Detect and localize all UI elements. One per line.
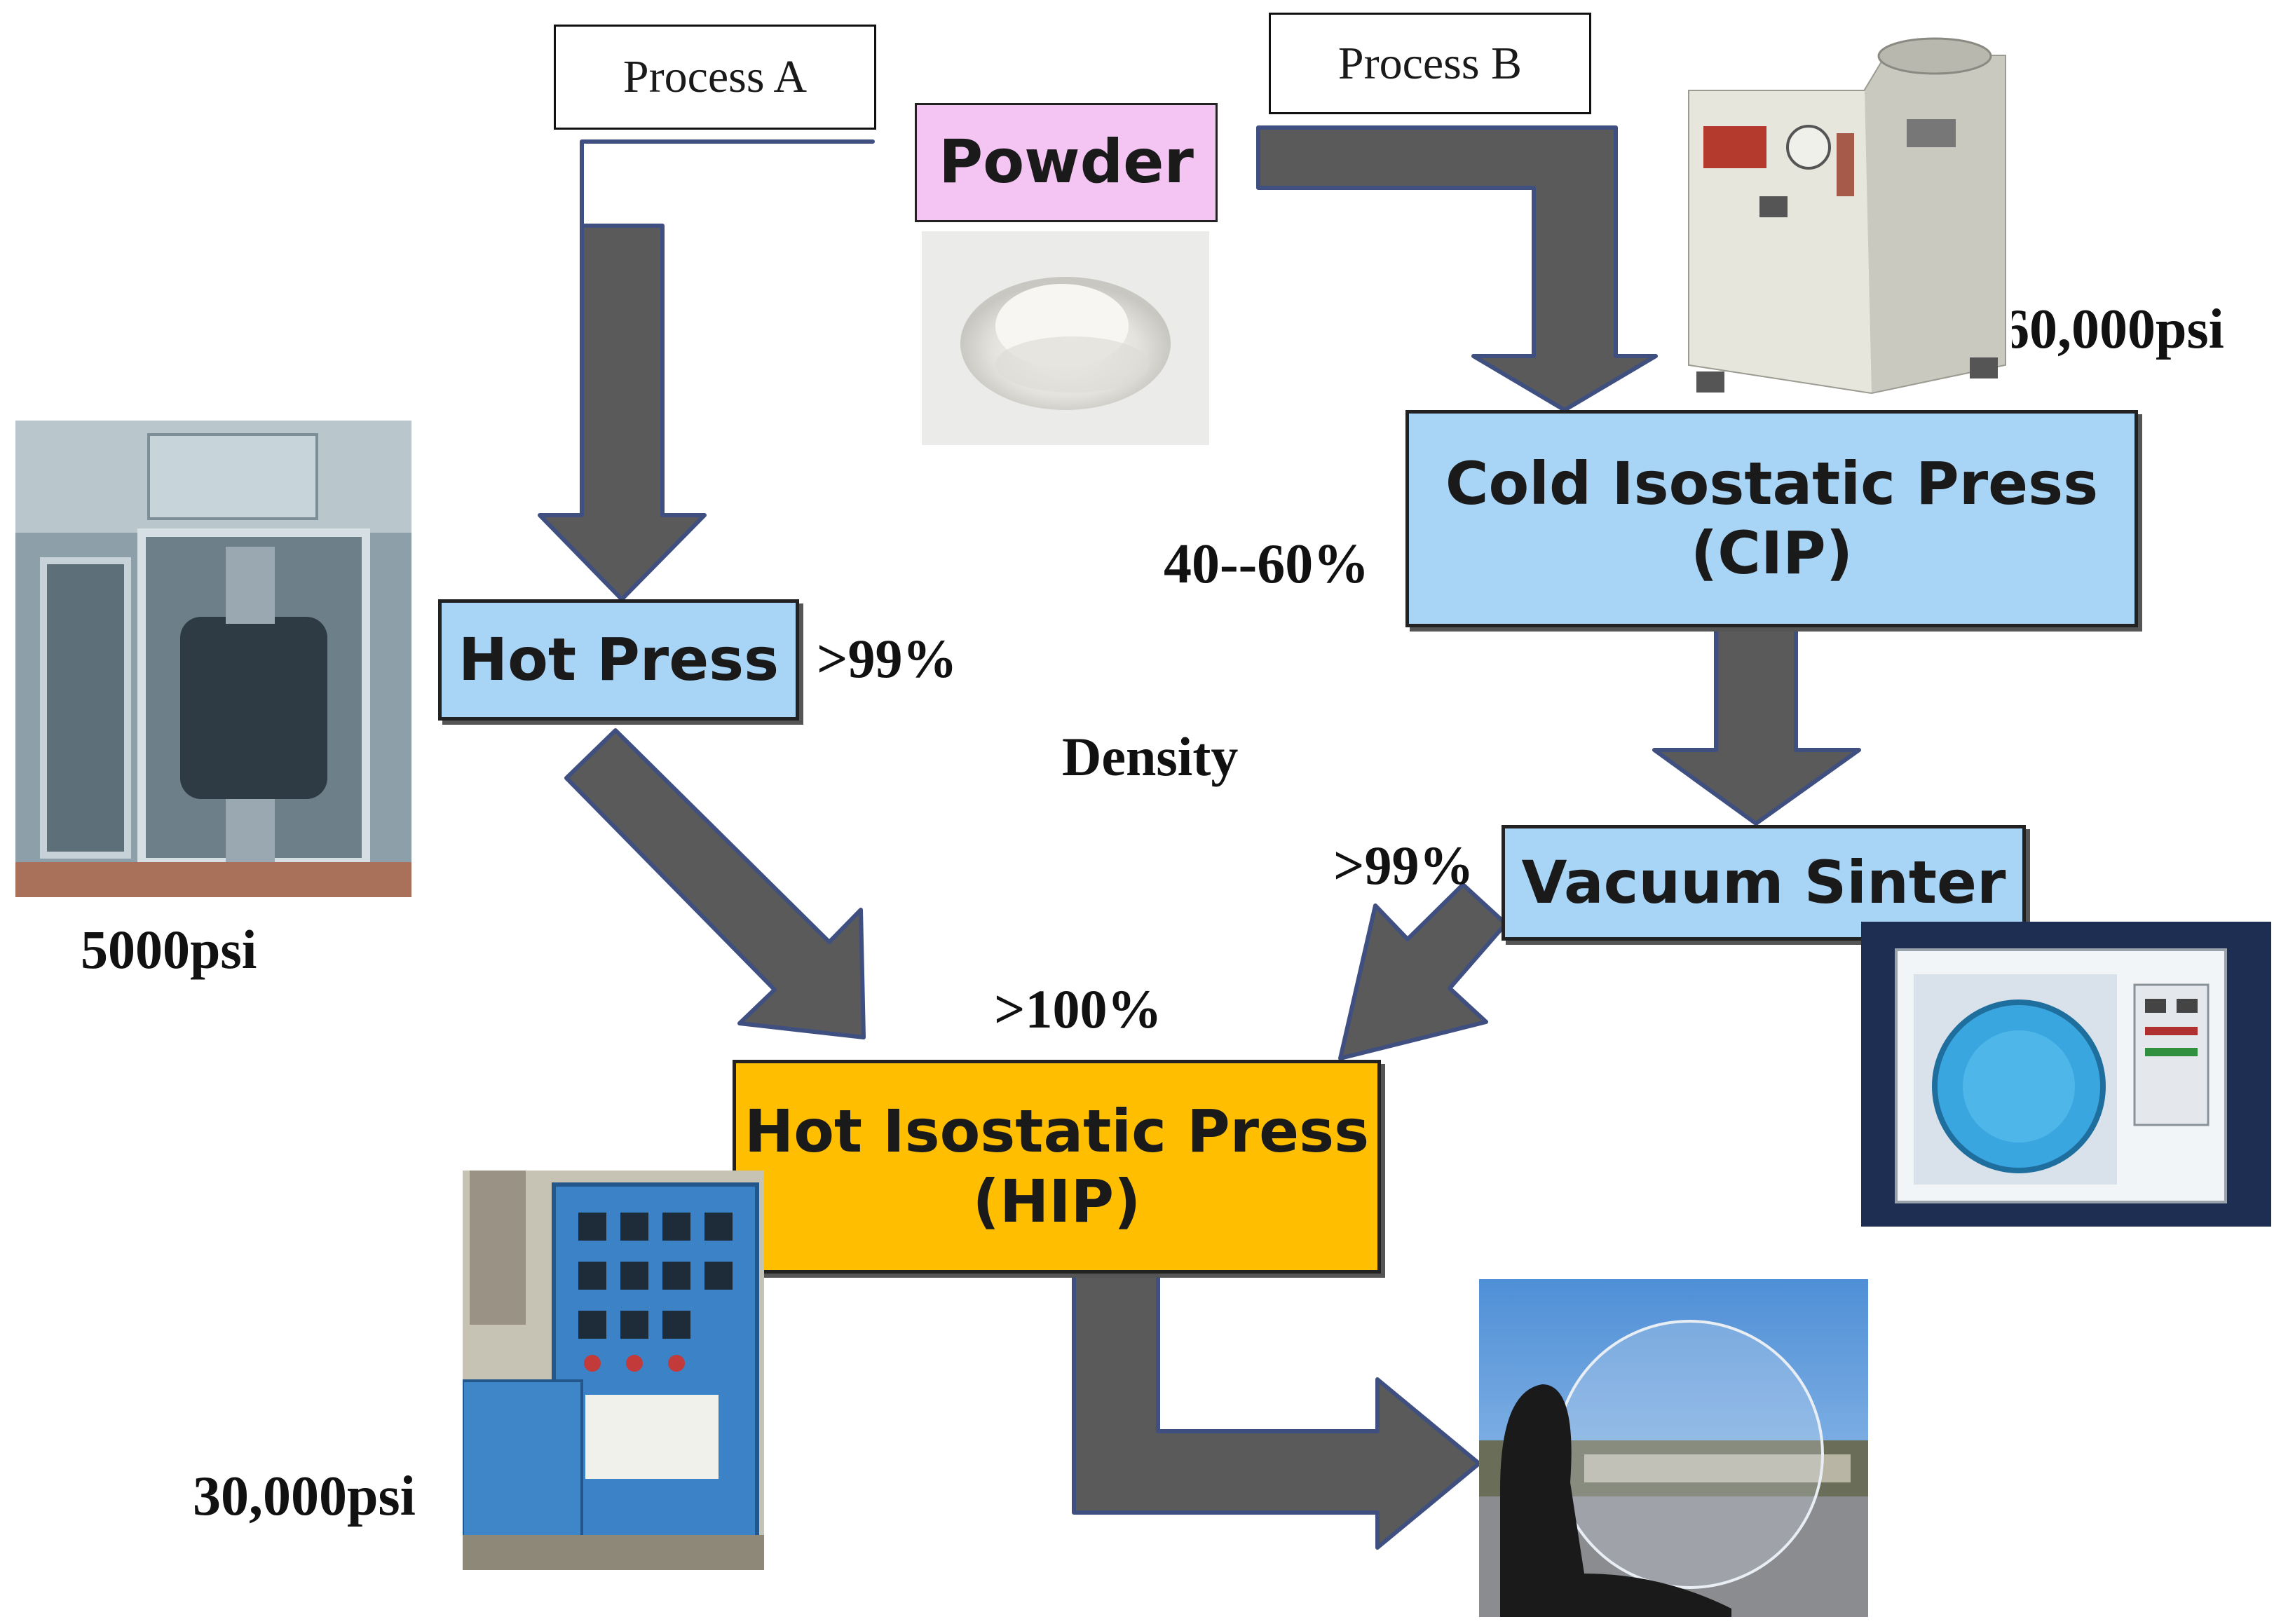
density-label: Density: [1062, 726, 1239, 787]
cip-density-label: 40--60%: [1164, 533, 1370, 595]
hip-node-label-line1: Hot Isostatic Press: [744, 1097, 1370, 1166]
transparent-ceramic-disc-photo: [1479, 1279, 1868, 1617]
hot-press-density-label: >99%: [817, 628, 958, 689]
powder-node-label: Powder: [939, 127, 1194, 198]
hot-press-node: Hot Press: [438, 599, 799, 721]
arrow-cip-to-sinter: [1652, 625, 1861, 826]
vacuum-sinter-node: Vacuum Sinter: [1502, 825, 2026, 941]
hip-node: Hot Isostatic Press (HIP): [733, 1060, 1381, 1274]
arrow-sinter-to-hip: [1338, 882, 1508, 1060]
hip-density-label: >100%: [994, 978, 1162, 1039]
hip-pressure-label: 30,000psi: [193, 1466, 416, 1527]
hot-press-node-label: Hot Press: [458, 625, 779, 694]
sinter-density-label: >99%: [1333, 835, 1474, 896]
cip-machine-photo: [1675, 14, 2012, 410]
hot-press-pressure-label: 5000psi: [81, 919, 257, 980]
powder-node: Powder: [915, 103, 1218, 222]
powder-photo: [922, 231, 1209, 445]
hip-node-label-line2: (HIP): [972, 1166, 1141, 1236]
cip-node-label-line1: Cold Isostatic Press: [1445, 449, 2099, 518]
vacuum-furnace-photo: [1861, 922, 2271, 1227]
cip-node-label-line2: (CIP): [1690, 519, 1853, 587]
vacuum-sinter-node-label: Vacuum Sinter: [1521, 847, 2006, 917]
arrow-hot-press-to-hip: [564, 728, 866, 1039]
process-a-label: Process A: [554, 25, 876, 130]
hip-machine-photo: [463, 1171, 764, 1570]
process-b-label: Process B: [1269, 13, 1591, 114]
arrow-hip-to-wafer: [1072, 1267, 1481, 1550]
hot-press-machine-photo: [15, 421, 411, 897]
arrow-powder-to-cip: [1256, 125, 1658, 412]
arrow-powder-to-hot-press: [538, 139, 875, 601]
cip-node: Cold Isostatic Press (CIP): [1405, 410, 2138, 627]
cip-pressure-label: 60,000psi: [2001, 299, 2224, 360]
